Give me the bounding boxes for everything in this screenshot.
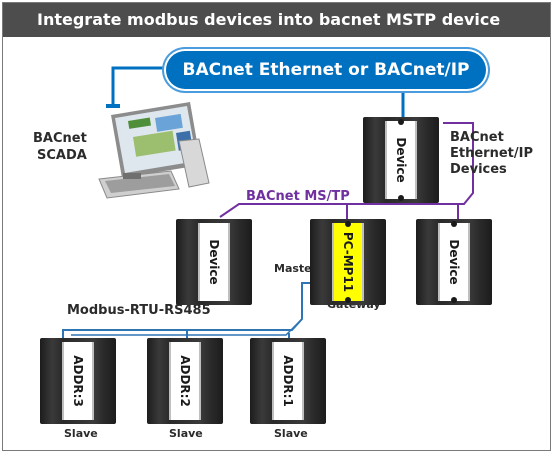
device-label-strip: ADDR:3 bbox=[62, 342, 94, 420]
mstp-label: BACnet MS/TP bbox=[246, 189, 350, 204]
slave-address-label: ADDR:1 bbox=[281, 355, 295, 407]
device-label-strip: ADDR:1 bbox=[272, 342, 304, 420]
ip-devices-label-line3: Devices bbox=[450, 162, 507, 177]
device-label-strip: ADDR:2 bbox=[169, 342, 201, 420]
modbus-label: Modbus-RTU-RS485 bbox=[67, 303, 211, 318]
screw-icon bbox=[398, 119, 404, 125]
connection-lines bbox=[62, 66, 474, 341]
master-label: Master bbox=[274, 262, 318, 275]
scada-label-line1: BACnet bbox=[33, 131, 87, 146]
gateway-device: PC-MP11 bbox=[310, 219, 386, 305]
backbone-label: BACnet Ethernet or BACnet/IP bbox=[166, 51, 486, 89]
screw-icon bbox=[451, 297, 457, 303]
device-label: Device bbox=[394, 137, 408, 183]
slave-label-2: Slave bbox=[169, 427, 203, 440]
diagram-title: Integrate modbus devices into bacnet MST… bbox=[3, 3, 550, 37]
ip-devices-label-line1: BACnet bbox=[450, 130, 504, 145]
slave-address-label: ADDR:3 bbox=[71, 355, 85, 407]
modbus-bus-inner bbox=[71, 318, 303, 336]
screw-icon bbox=[451, 221, 457, 227]
mstp-device-right: Device bbox=[416, 219, 492, 305]
device-label-strip: Device bbox=[198, 223, 230, 301]
ip-devices-label-line2: Ethernet/IP bbox=[450, 146, 533, 161]
bacnet-ip-device: Device bbox=[363, 117, 439, 203]
gateway-model-label: PC-MP11 bbox=[341, 231, 355, 293]
slave-address-label: ADDR:2 bbox=[178, 355, 192, 407]
slave-label-1: Slave bbox=[274, 427, 308, 440]
scada-label-line2: SCADA bbox=[37, 148, 87, 163]
modbus-slave-2: ADDR:2 bbox=[147, 338, 223, 424]
modbus-slave-3: ADDR:3 bbox=[40, 338, 116, 424]
device-label: Device bbox=[447, 239, 461, 285]
device-label-strip: Device bbox=[385, 121, 417, 199]
device-label-strip: Device bbox=[438, 223, 470, 301]
modbus-slave-1: ADDR:1 bbox=[250, 338, 326, 424]
scada-uplink bbox=[111, 66, 164, 106]
mstp-bus bbox=[219, 122, 474, 218]
diagram-frame: Integrate modbus devices into bacnet MST… bbox=[2, 2, 551, 451]
screw-icon bbox=[398, 195, 404, 201]
screw-icon bbox=[345, 221, 351, 227]
gateway-label-strip: PC-MP11 bbox=[332, 223, 364, 301]
slave-label-3: Slave bbox=[64, 427, 98, 440]
scada-computer-icon bbox=[98, 102, 210, 199]
device-label: Device bbox=[207, 239, 221, 285]
scada-uplink-foot bbox=[106, 104, 120, 108]
screw-icon bbox=[345, 297, 351, 303]
mstp-device-left: Device bbox=[176, 219, 252, 305]
